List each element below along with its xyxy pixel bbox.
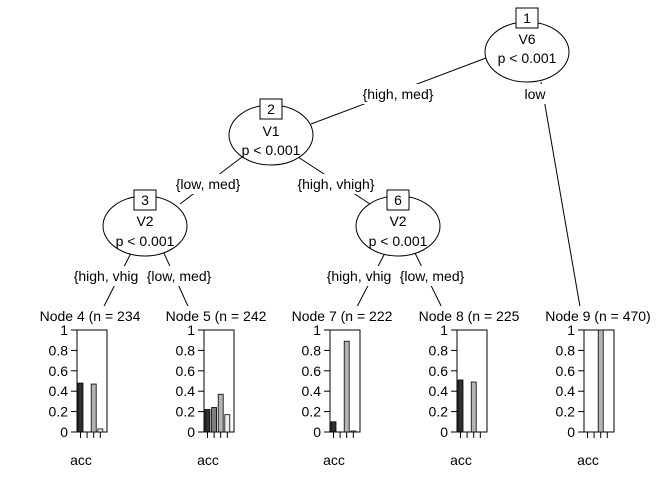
- node-var-3: V2: [136, 213, 153, 229]
- x-axis-label: acc: [323, 452, 345, 468]
- terminal-title-7: Node 7 (n = 222: [292, 308, 393, 324]
- edge-1-9: [540, 81, 584, 325]
- node-pvalue-3: p < 0.001: [116, 233, 175, 249]
- y-tick-label: 0.8: [176, 342, 196, 358]
- bar-7-3: [343, 340, 350, 433]
- bar-7-1: [330, 421, 337, 433]
- edge-label-3-4: {high, vhig: [74, 268, 139, 284]
- edge-label-6-7: {high, vhig: [327, 268, 392, 284]
- node-pvalue-2: p < 0.001: [242, 142, 301, 158]
- y-tick-label: 0: [567, 424, 575, 440]
- bar-9-3: [597, 329, 604, 433]
- bar-8-1: [457, 379, 464, 433]
- y-tick-label: 0.8: [556, 342, 576, 358]
- x-axis-label: acc: [70, 452, 92, 468]
- inner-node-2: 2 V1 p < 0.001: [228, 98, 314, 166]
- terminal-title-8: Node 8 (n = 225: [419, 308, 520, 324]
- node-id-2: 2: [267, 101, 275, 117]
- edge-label-2-3: {low, med}: [176, 176, 241, 192]
- y-tick-label: 0.2: [556, 404, 576, 420]
- y-tick-label: 0.2: [302, 404, 322, 420]
- y-tick-label: 0.4: [176, 383, 196, 399]
- y-tick-label: 0.4: [429, 383, 449, 399]
- bar-4-1: [77, 382, 84, 433]
- y-tick-label: 0: [313, 424, 321, 440]
- node-var-2: V1: [262, 123, 279, 139]
- inner-node-6: 6 V2 p < 0.001: [355, 189, 441, 257]
- terminal-title-9: Node 9 (n = 470): [545, 308, 650, 324]
- y-tick-label: 0: [440, 424, 448, 440]
- bar-4-3: [90, 383, 97, 433]
- y-tick-label: 0.4: [302, 383, 322, 399]
- y-tick-label: 0.2: [49, 404, 69, 420]
- node-id-1: 1: [523, 10, 531, 26]
- y-tick-label: 0.6: [429, 363, 449, 379]
- inner-node-1: 1 V6 p < 0.001: [484, 7, 570, 83]
- edge-labels: {high, med} low {low, med} {high, vhigh}…: [69, 84, 551, 286]
- y-tick-label: 0.6: [302, 363, 322, 379]
- edge-label-3-5: {low, med}: [147, 268, 212, 284]
- terminal-title-4: Node 4 (n = 234: [40, 308, 141, 324]
- y-tick-label: 0.4: [49, 383, 69, 399]
- y-tick-label: 1: [313, 322, 321, 338]
- y-tick-label: 0.2: [429, 404, 449, 420]
- edge-label-1-2: {high, med}: [363, 86, 434, 102]
- terminal-title-bg: [158, 306, 274, 326]
- y-tick-label: 1: [440, 322, 448, 338]
- y-tick-label: 0.8: [429, 342, 449, 358]
- edge-label-2-6: {high, vhigh}: [297, 176, 374, 192]
- terminal-title-bg: [284, 306, 400, 326]
- y-tick-label: 0: [60, 424, 68, 440]
- x-axis-label: acc: [197, 452, 219, 468]
- y-tick-label: 0.6: [176, 363, 196, 379]
- terminal-title-bg: [540, 306, 656, 326]
- y-tick-label: 0.4: [556, 383, 576, 399]
- tree-edges: [94, 57, 584, 325]
- edge-label-1-9: low: [524, 86, 546, 102]
- bar-8-3: [470, 381, 477, 433]
- x-axis-label: acc: [577, 452, 599, 468]
- inner-node-3: 3 V2 p < 0.001: [102, 189, 188, 257]
- x-axis-label: acc: [450, 452, 472, 468]
- node-var-6: V2: [389, 213, 406, 229]
- y-tick-label: 0: [187, 424, 195, 440]
- bar-5-3: [217, 393, 224, 433]
- bar-5-1: [204, 409, 211, 433]
- y-tick-label: 1: [567, 322, 575, 338]
- bar-5-4: [224, 414, 231, 433]
- bar-5-2: [211, 407, 218, 433]
- node-id-3: 3: [141, 192, 149, 208]
- bar-7-4: [350, 430, 357, 433]
- edge-label-6-8: {low, med}: [400, 268, 465, 284]
- node-id-6: 6: [394, 192, 402, 208]
- terminal-title-bg: [411, 306, 527, 326]
- node-pvalue-6: p < 0.001: [369, 233, 428, 249]
- bar-4-4: [97, 428, 104, 433]
- node-pvalue-1: p < 0.001: [498, 50, 557, 66]
- y-tick-label: 1: [60, 322, 68, 338]
- terminal-title-5: Node 5 (n = 242: [166, 308, 267, 324]
- y-tick-label: 0.6: [49, 363, 69, 379]
- y-tick-label: 0.2: [176, 404, 196, 420]
- terminal-title-bg: [32, 306, 148, 326]
- y-tick-label: 0.8: [302, 342, 322, 358]
- y-tick-label: 0.6: [556, 363, 576, 379]
- y-tick-label: 1: [187, 322, 195, 338]
- y-tick-label: 0.8: [49, 342, 69, 358]
- node-var-1: V6: [518, 31, 535, 47]
